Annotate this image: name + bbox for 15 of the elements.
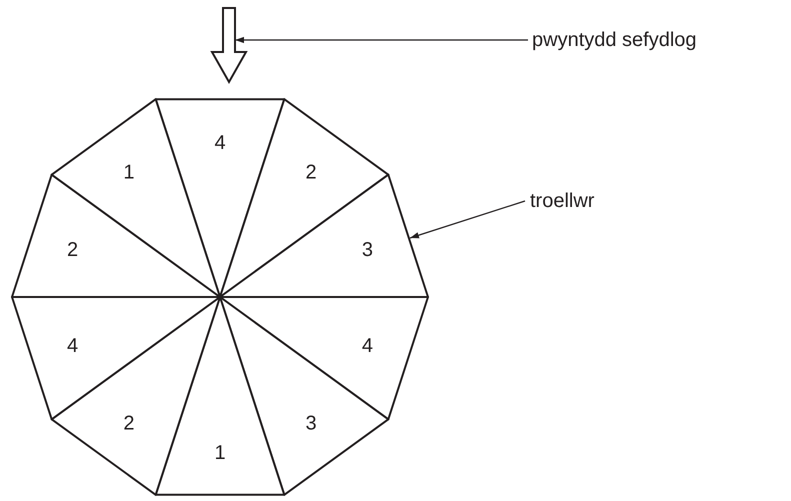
sector-number: 2 [306,162,317,184]
sector-number: 3 [362,239,373,262]
sector-number: 1 [214,442,226,464]
leader-line [235,36,528,44]
pointer-arrow [210,6,250,84]
sector-number: 4 [214,132,226,154]
sector-number: 1 [123,162,134,184]
sector-number: 2 [123,412,134,434]
sector-number: 3 [306,412,317,434]
sector-number: 4 [67,334,78,357]
callout-label: troellwr [530,190,594,213]
callout-label: pwyntydd sefydlog [532,29,697,52]
leader-line [410,200,526,239]
sector-number: 2 [67,239,78,262]
sector-number: 4 [362,334,373,357]
